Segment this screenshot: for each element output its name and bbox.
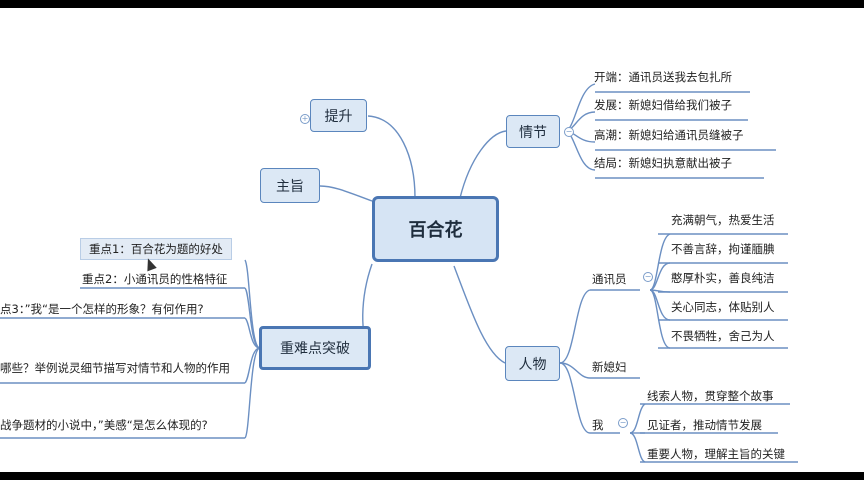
branch-tisheng-label: 提升	[324, 108, 353, 125]
tongxunyuan-trait[interactable]: 充满朝气，热爱生活	[671, 213, 775, 227]
zhongnan-leaf[interactable]: 战争题材的小说中，”美感“是怎么体现的?	[0, 418, 208, 432]
branch-qingjie[interactable]: 情节	[506, 115, 560, 148]
zhongnan-leaf[interactable]: 哪些？举例说灵细节描写对情节和人物的作用	[0, 361, 230, 375]
branch-renwu-label: 人物	[518, 356, 547, 373]
renwu-group-wo[interactable]: 我	[592, 418, 604, 432]
zhongnan-leaf[interactable]: 点3：”我“是一个怎样的形象？有何作用?	[0, 302, 204, 316]
tongxunyuan-trait[interactable]: 不畏牺牲，舍己为人	[671, 329, 775, 343]
collapse-icon[interactable]: −	[564, 127, 574, 137]
qingjie-leaf[interactable]: 开端：通讯员送我去包扎所	[594, 70, 732, 84]
tongxunyuan-trait[interactable]: 关心同志，体贴别人	[671, 300, 775, 314]
mindmap-canvas: 百合花 提升 + 主旨 情节 − 人物 重难点突破 开端：通讯员送我去包扎所 发…	[0, 8, 864, 472]
qingjie-leaf[interactable]: 高潮：新媳妇给通讯员缝被子	[594, 128, 744, 142]
renwu-group-xinxifu[interactable]: 新媳妇	[592, 360, 627, 374]
collapse-icon[interactable]: −	[643, 272, 653, 282]
tongxunyuan-trait[interactable]: 憨厚朴实，善良纯洁	[671, 271, 775, 285]
branch-zhuzhi[interactable]: 主旨	[260, 168, 320, 203]
expand-icon[interactable]: +	[300, 114, 310, 124]
branch-tisheng[interactable]: 提升	[310, 99, 367, 132]
collapse-icon[interactable]: −	[618, 418, 628, 428]
branch-zhongnan[interactable]: 重难点突破	[259, 326, 371, 370]
branch-renwu[interactable]: 人物	[505, 346, 560, 381]
branch-zhongnan-label: 重难点突破	[280, 341, 350, 357]
renwu-group-tongxunyuan[interactable]: 通讯员	[592, 272, 627, 286]
tongxunyuan-trait[interactable]: 不善言辞，拘谨腼腆	[671, 242, 775, 256]
branch-qingjie-label: 情节	[519, 124, 547, 141]
root-label: 百合花	[408, 220, 463, 241]
root-node[interactable]: 百合花	[372, 196, 499, 262]
wo-trait[interactable]: 线索人物，贯穿整个故事	[647, 389, 774, 403]
zhongnan-leaf[interactable]: 重点1：百合花为题的好处	[80, 238, 232, 260]
qingjie-leaf[interactable]: 发展：新媳妇借给我们被子	[594, 98, 732, 112]
wo-trait[interactable]: 见证者，推动情节发展	[647, 418, 762, 432]
zhongnan-leaf[interactable]: 重点2：小通讯员的性格特征	[82, 272, 228, 286]
qingjie-leaf[interactable]: 结局：新媳妇执意献出被子	[594, 156, 732, 170]
wo-trait[interactable]: 重要人物，理解主旨的关键	[647, 447, 785, 461]
branch-zhuzhi-label: 主旨	[276, 178, 304, 195]
